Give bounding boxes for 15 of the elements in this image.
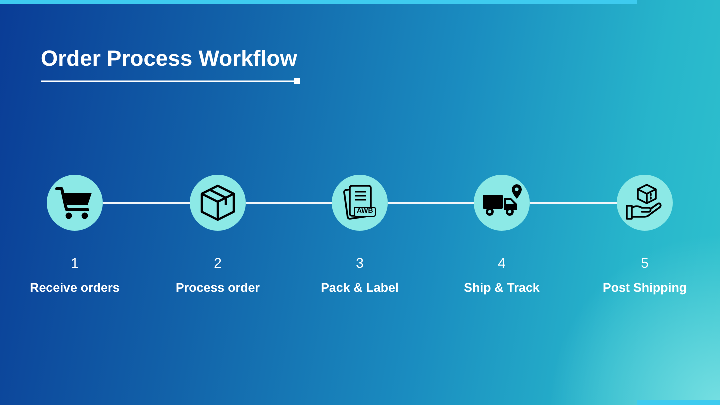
title: Order Process Workflow [41,46,298,71]
step-number: 5 [641,255,649,271]
step-number: 3 [356,255,364,271]
step-label: Post Shipping [602,280,688,296]
step-label: Process order [176,280,260,296]
step-number: 2 [214,255,222,271]
connector-line [388,202,474,204]
connector-line [246,202,332,204]
connector-line [530,202,617,204]
step-label: Pack & Label [321,280,399,296]
step-label: Ship & Track [464,280,540,296]
step-number: 4 [498,255,506,271]
step-number: 1 [71,255,79,271]
step-label: Receive orders [30,280,120,296]
connector-line [103,202,190,204]
